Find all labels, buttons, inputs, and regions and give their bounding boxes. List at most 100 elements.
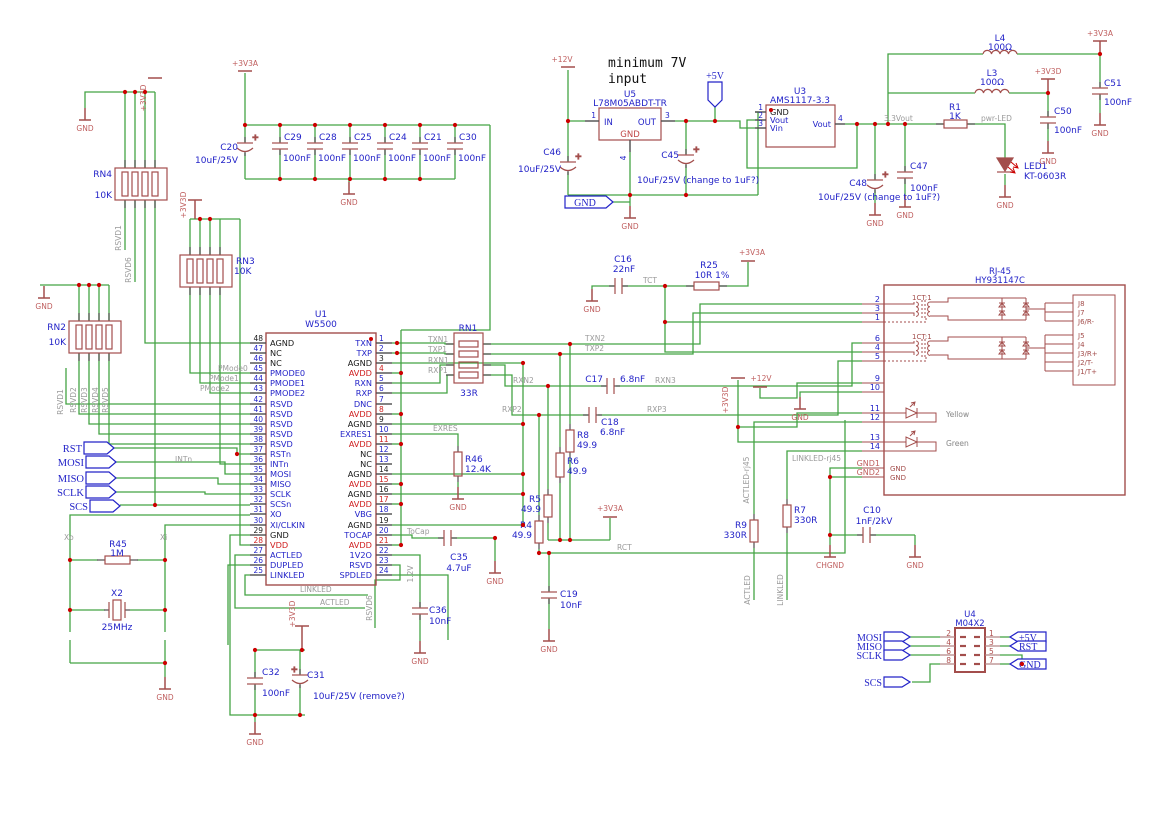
plus-mark: +	[252, 133, 259, 142]
power-label-+3V3D: +3V3D	[288, 600, 297, 627]
junction-dot	[398, 481, 404, 487]
rj45-J7: J7	[1077, 309, 1085, 317]
value-RN2: 10K	[49, 338, 67, 348]
gnd-symbol	[79, 108, 91, 121]
u1-pin-4-name: AVDD	[349, 368, 372, 378]
wire	[88, 353, 250, 425]
component-C31: +	[290, 664, 309, 688]
gnd-symbol	[999, 185, 1011, 198]
u1-pin-37-num: 37	[253, 445, 263, 454]
flag-label-miso: MISO	[857, 642, 882, 653]
junction-dot	[312, 122, 318, 128]
value-C30: 100nF	[458, 154, 486, 164]
u1-pin-40-name: RSVD	[270, 419, 293, 429]
component-C17	[601, 378, 620, 394]
rj45-inner-gnd: GND	[890, 474, 906, 482]
flag-label-scs: SCS	[69, 502, 88, 513]
junction-dot	[417, 122, 423, 128]
ref-X2: X2	[111, 589, 123, 599]
value-R25: 10R 1%	[695, 271, 730, 281]
u1-pin-21-name: AVDD	[349, 540, 372, 550]
u1-pin-12-num: 12	[379, 445, 389, 454]
u1-pin-9-name: AGND	[348, 419, 372, 429]
u1-pin-35-num: 35	[253, 465, 263, 474]
junction-dot	[827, 532, 833, 538]
wire	[746, 119, 858, 169]
ref-C47: C47	[910, 162, 928, 172]
ref-C16: C16	[614, 255, 632, 265]
junction-dot	[299, 647, 305, 653]
component-R25	[686, 281, 727, 291]
component-R7	[782, 499, 792, 533]
junction-dot	[1045, 90, 1051, 96]
u1-pin-28-num: 28	[253, 536, 263, 545]
u1-pin-40-num: 40	[253, 415, 263, 424]
junction-dot	[546, 550, 552, 556]
net-EXRES: EXRES	[433, 424, 458, 433]
u1-pin-12-name: NC	[360, 449, 372, 459]
value-C46: 10uF/25V	[518, 165, 562, 175]
gnd-label: GND	[996, 201, 1013, 210]
lead	[189, 247, 221, 295]
ref-LED1: LED1	[1024, 162, 1047, 172]
gnd-label: GND	[411, 657, 428, 666]
component-R5	[543, 489, 553, 523]
wire	[69, 514, 250, 560]
junction-dot	[86, 282, 92, 288]
value-C25: 100nF	[353, 154, 381, 164]
u5-pin-gnd: GND	[620, 130, 640, 140]
u3-ref: U3	[794, 87, 806, 97]
ref-C25: C25	[354, 133, 372, 143]
u4-lpin-num: 8	[946, 656, 951, 665]
gnd-label: GND	[340, 198, 357, 207]
value-R1: 1K	[949, 112, 962, 122]
net-Xi: Xi	[160, 533, 167, 542]
gnd-symbol	[414, 641, 426, 654]
wire	[598, 360, 862, 416]
flag-label-5v: +5V	[706, 71, 725, 82]
wire	[759, 382, 862, 399]
power-+3V3A	[1093, 40, 1107, 54]
junction-dot	[1097, 51, 1103, 57]
component-C16	[609, 278, 628, 294]
gnd-symbol	[824, 545, 836, 558]
net-INTn: INTn	[175, 455, 192, 464]
gnd-label: GND	[156, 693, 173, 702]
gnd-label: GND	[791, 413, 808, 422]
junction-dot	[902, 121, 908, 127]
u1-pin-29-num: 29	[253, 526, 263, 535]
net-Yellow: Yellow	[945, 410, 969, 419]
rj45-ref: RJ-45	[989, 267, 1011, 277]
value-R8: 49.9	[577, 441, 597, 451]
junction-dot	[536, 550, 542, 556]
component-C50	[1040, 111, 1056, 129]
net-TXN1: TXN1	[427, 335, 448, 344]
net-ACTLED: ACTLED	[743, 575, 752, 605]
junction-dot	[67, 607, 73, 613]
junction-dot	[312, 176, 318, 182]
junction-dot	[398, 441, 404, 447]
junction-dot	[520, 471, 526, 477]
gnd-label: GND	[1039, 157, 1056, 166]
wire	[483, 312, 862, 355]
u1-pin-21-num: 21	[379, 536, 389, 545]
ref-C30: C30	[459, 133, 477, 143]
flag-rst	[1008, 640, 1047, 652]
wire	[392, 554, 421, 607]
note-line: minimum 7V	[608, 56, 686, 71]
junction-dot	[132, 89, 138, 95]
junction-dot	[96, 282, 102, 288]
ref-C28: C28	[319, 133, 337, 143]
u1-pin-10-name: EXRES1	[340, 429, 372, 439]
u5-pin3-num: 3	[665, 111, 670, 120]
wire	[719, 262, 749, 287]
ref-C36: C36	[429, 606, 447, 616]
u1-pin-5-name: RXN	[355, 378, 372, 388]
ref-C20: C20	[220, 143, 238, 153]
ref-R6: R6	[567, 457, 579, 467]
rj45-pin-10: 10	[870, 383, 880, 392]
u1-pin-48-num: 48	[253, 334, 263, 343]
net-RCT: RCT	[617, 543, 632, 552]
u1-pin-6-name: RXP	[356, 388, 372, 398]
value-R9: 330R	[724, 531, 747, 541]
